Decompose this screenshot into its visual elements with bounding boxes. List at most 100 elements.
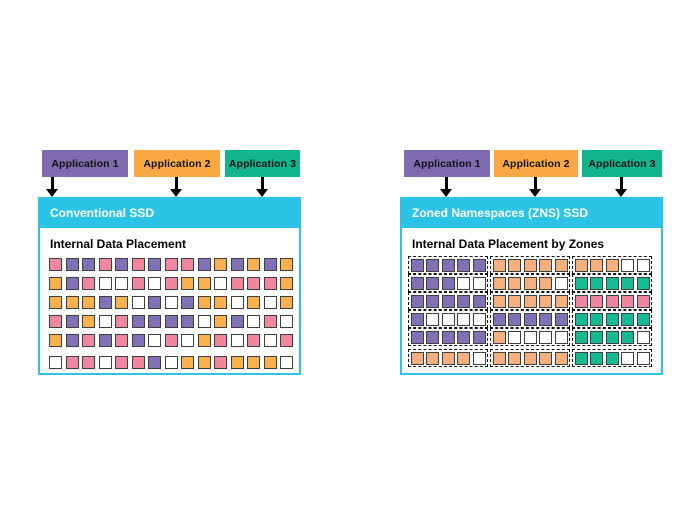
purple-block	[410, 330, 424, 344]
teal-block	[590, 351, 603, 365]
purple-block	[457, 258, 470, 272]
orange-block	[492, 294, 506, 308]
zoned-placement-grid	[408, 256, 661, 367]
teal-block	[574, 351, 588, 365]
orange-block	[82, 296, 95, 309]
arrow-stem	[620, 177, 623, 190]
placement-title: Internal Data Placement by Zones	[412, 237, 605, 251]
orange-block	[82, 315, 95, 328]
zone-box	[572, 256, 652, 274]
orange-block	[214, 258, 227, 271]
zone-box	[408, 256, 488, 274]
zone-box	[490, 274, 570, 292]
pink-block	[590, 294, 603, 308]
grid-row	[49, 334, 299, 347]
down-arrow-icon	[256, 177, 269, 197]
app3-label: Application 3	[225, 150, 300, 177]
orange-block	[457, 351, 470, 365]
pink-block	[280, 334, 293, 347]
teal-block	[636, 312, 650, 326]
app3-label: Application 3	[582, 150, 662, 177]
arrow-stem	[534, 177, 537, 190]
pink-block	[49, 258, 62, 271]
purple-block	[472, 330, 486, 344]
empty-block	[441, 312, 455, 326]
app2-label: Application 2	[134, 150, 220, 177]
empty-block	[636, 330, 650, 344]
pink-block	[49, 315, 62, 328]
orange-block	[523, 258, 537, 272]
purple-block	[426, 258, 439, 272]
zone-box	[408, 274, 488, 292]
teal-block	[636, 276, 650, 290]
purple-block	[148, 315, 161, 328]
purple-block	[426, 294, 439, 308]
teal-block	[574, 330, 588, 344]
purple-block	[441, 330, 455, 344]
empty-block	[636, 351, 650, 365]
orange-block	[197, 356, 211, 369]
pink-block	[214, 356, 227, 369]
orange-block	[247, 296, 260, 309]
arrow-head	[46, 189, 58, 197]
empty-block	[508, 330, 521, 344]
orange-block	[247, 356, 260, 369]
teal-block	[605, 330, 619, 344]
pink-block	[621, 294, 634, 308]
app2-label: Application 2	[494, 150, 578, 177]
purple-block	[65, 315, 79, 328]
orange-block	[539, 294, 552, 308]
pink-block	[65, 356, 79, 369]
grid-row	[408, 256, 661, 274]
zone-box	[408, 292, 488, 310]
purple-block	[492, 312, 506, 326]
arrow-head	[256, 189, 268, 197]
teal-block	[605, 351, 619, 365]
empty-block	[636, 258, 650, 272]
orange-block	[181, 356, 194, 369]
empty-block	[263, 296, 277, 309]
pink-block	[82, 356, 95, 369]
orange-block	[280, 258, 293, 271]
zone-box	[572, 349, 652, 367]
teal-block	[621, 330, 634, 344]
empty-block	[472, 351, 486, 365]
purple-block	[98, 334, 112, 347]
purple-block	[131, 334, 145, 347]
teal-block	[590, 276, 603, 290]
orange-block	[508, 351, 521, 365]
orange-block	[441, 351, 455, 365]
pink-block	[214, 334, 227, 347]
zns-ssd-header: Zoned Namespaces (ZNS) SSD	[400, 197, 663, 228]
orange-block	[197, 277, 211, 290]
purple-block	[65, 334, 79, 347]
empty-block	[214, 277, 227, 290]
orange-block	[247, 258, 260, 271]
purple-block	[441, 276, 455, 290]
empty-block	[98, 315, 112, 328]
zone-box	[572, 292, 652, 310]
zone-box	[572, 310, 652, 328]
purple-block	[82, 258, 95, 271]
orange-block	[508, 276, 521, 290]
empty-block	[523, 330, 537, 344]
grid-row	[49, 296, 299, 309]
app1-label: Application 1	[42, 150, 128, 177]
orange-block	[197, 296, 211, 309]
purple-block	[65, 277, 79, 290]
orange-block	[492, 258, 506, 272]
empty-block	[98, 277, 112, 290]
orange-block	[49, 334, 62, 347]
orange-block	[115, 296, 128, 309]
teal-block	[605, 276, 619, 290]
pink-block	[263, 277, 277, 290]
grid-row	[408, 310, 661, 328]
purple-block	[426, 330, 439, 344]
pink-block	[247, 334, 260, 347]
empty-block	[621, 258, 634, 272]
empty-block	[280, 356, 293, 369]
grid-row	[49, 277, 299, 290]
empty-block	[554, 276, 568, 290]
purple-block	[164, 315, 178, 328]
orange-block	[539, 258, 552, 272]
